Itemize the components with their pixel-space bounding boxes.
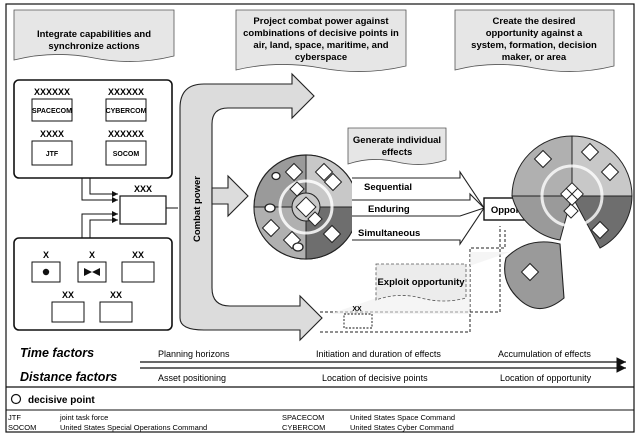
opportunity-center-cross xyxy=(565,187,579,201)
acronym-abbr: SOCOM xyxy=(8,423,36,432)
time-factors-label: Time factors xyxy=(20,346,94,360)
decisive-points-wheel xyxy=(253,154,359,260)
time-factors-row: Time factors Planning horizons Initiatio… xyxy=(20,346,626,367)
effect-enduring: Enduring xyxy=(368,204,410,215)
spacecom-echelon: XXXXXX xyxy=(34,87,70,97)
effect-simultaneous: Simultaneous xyxy=(358,228,420,239)
banner-project-line-4: cyberspace xyxy=(295,52,347,63)
combat-power-arrow: Combat power xyxy=(179,72,323,342)
unit2-symbol xyxy=(84,268,100,276)
acronym-abbr: SPACECOM xyxy=(282,413,324,422)
distance-item-1: Asset positioning xyxy=(158,373,226,383)
banner-project: Project combat power against combination… xyxy=(235,9,407,72)
unit2-echelon: X xyxy=(89,250,95,260)
distance-factors-row: Distance factors Asset positioning Locat… xyxy=(20,363,626,384)
acronym-meaning: United States Space Command xyxy=(350,413,455,422)
acronym-meaning: United States Special Operations Command xyxy=(60,423,207,432)
connector-lines xyxy=(81,178,178,238)
combat-power-label: Combat power xyxy=(192,176,203,242)
units-box: X X XX XX XX xyxy=(13,237,173,331)
socom-echelon: XXXXXX xyxy=(108,129,144,139)
generate-effects-banner: Generate individual effects xyxy=(347,127,447,165)
unit4-echelon: XX xyxy=(62,290,74,300)
joint-force-echelon: XXX xyxy=(134,184,152,194)
acronym-meaning: United States Cyber Command xyxy=(350,423,454,432)
opportunity-wheel xyxy=(504,135,633,310)
banner-integrate-line-2: synchronize actions xyxy=(48,41,139,52)
time-item-1: Planning horizons xyxy=(158,349,230,359)
spacecom-label: SPACECOM xyxy=(32,108,72,115)
exploit-unit-echelon: XX xyxy=(352,306,362,313)
effect-arrows: Sequential Enduring Simultaneous xyxy=(352,170,486,246)
banner-create: Create the desired opportunity against a… xyxy=(454,9,615,72)
legend-decisive-point: decisive point xyxy=(28,395,95,406)
distance-item-2: Location of decisive points xyxy=(322,373,428,383)
frame-border xyxy=(5,3,635,433)
decisive-point-legend-symbol xyxy=(10,393,22,405)
exploit-label: Exploit opportunity xyxy=(377,277,465,288)
legend: decisive point xyxy=(10,393,95,406)
generate-effects-line-1: Generate individual xyxy=(353,135,441,146)
banner-create-line-2: opportunity against a xyxy=(486,28,583,39)
unit1-echelon: X xyxy=(43,250,49,260)
time-item-2: Initiation and duration of effects xyxy=(316,349,441,359)
banner-create-line-3: system, formation, decision xyxy=(471,40,597,51)
jtf-label: JTF xyxy=(46,151,59,158)
effect-sequential: Sequential xyxy=(364,182,412,193)
distance-item-3: Location of opportunity xyxy=(500,373,592,383)
distance-factors-label: Distance factors xyxy=(20,370,117,384)
acronym-abbr: JTF xyxy=(8,413,21,422)
banner-create-line-1: Create the desired xyxy=(493,16,576,27)
generate-effects-line-2: effects xyxy=(382,147,413,158)
exploit-path: Exploit opportunity XX xyxy=(320,226,510,333)
unit5-echelon: XX xyxy=(110,290,122,300)
acronym-abbr: CYBERCOM xyxy=(282,423,325,432)
banner-integrate-line-1: Integrate capabilities and xyxy=(37,29,151,40)
unit1-symbol xyxy=(42,268,50,276)
commands-box: XXXXXX SPACECOM XXXXXX CYBERCOM XXXX JTF… xyxy=(13,79,173,179)
acronym-meaning: joint task force xyxy=(59,413,108,422)
banner-create-line-4: maker, or area xyxy=(502,52,567,63)
banner-project-line-3: air, land, space, maritime, and xyxy=(253,40,388,51)
banner-integrate: Integrate capabilities and synchronize a… xyxy=(13,9,175,62)
socom-label: SOCOM xyxy=(113,151,140,158)
acronym-list: JTF joint task force SOCOM United States… xyxy=(8,413,455,432)
banner-project-line-2: combinations of decisive points in xyxy=(243,28,399,39)
cybercom-label: CYBERCOM xyxy=(106,108,147,115)
cybercom-echelon: XXXXXX xyxy=(108,87,144,97)
banner-project-line-1: Project combat power against xyxy=(253,16,389,27)
joint-force-box: XXX xyxy=(119,184,167,225)
unit3-echelon: XX xyxy=(132,250,144,260)
jtf-echelon: XXXX xyxy=(40,129,64,139)
time-item-3: Accumulation of effects xyxy=(498,349,591,359)
